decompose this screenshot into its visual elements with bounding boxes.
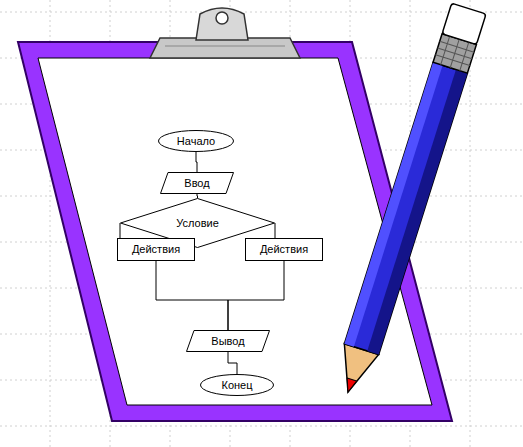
clipboard-paper — [38, 58, 432, 405]
flow-line — [197, 194, 199, 198]
output-box: Вывод — [186, 330, 270, 352]
flow-line — [196, 152, 197, 172]
node-label: Действия — [260, 244, 308, 255]
outline-shape — [201, 375, 274, 396]
outline-shape — [246, 239, 323, 261]
outline-shape — [187, 331, 270, 352]
node-label: Начало — [177, 136, 215, 147]
flow-line — [275, 223, 276, 238]
flow-line — [120, 223, 121, 238]
clipboard-board — [18, 42, 452, 421]
outline-shape — [118, 239, 195, 261]
node-label: Ввод — [184, 178, 209, 189]
input-box: Ввод — [160, 172, 234, 194]
node-label: Условие — [176, 218, 219, 229]
outline-shape — [161, 173, 234, 194]
flow-line — [156, 261, 228, 330]
flow-line — [228, 352, 237, 374]
clipboard-clip — [150, 8, 300, 58]
node-label: Действия — [132, 244, 180, 255]
node-label: Вывод — [211, 336, 244, 347]
end-terminal: Конец — [200, 374, 274, 396]
process-box: Действия — [245, 238, 323, 261]
node-label: Конец — [221, 380, 252, 391]
flow-line — [228, 261, 284, 330]
outline-shape — [159, 131, 234, 152]
process-box: Действия — [117, 238, 195, 261]
start-terminal: Начало — [158, 130, 234, 152]
